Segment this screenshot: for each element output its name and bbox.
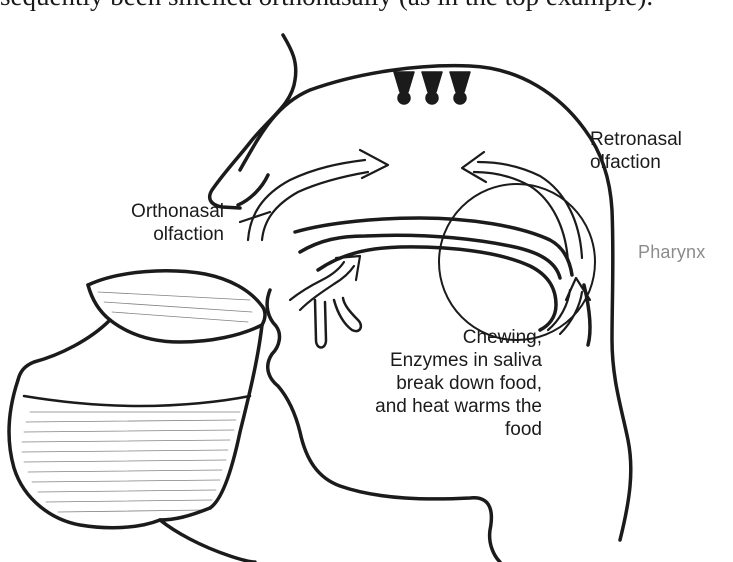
tongue-outline bbox=[318, 247, 556, 330]
nasal-cavity-roof bbox=[240, 66, 631, 540]
olfactory-receptors bbox=[394, 72, 470, 104]
chewing-label-line-1: Chewing, bbox=[300, 326, 542, 349]
orthonasal-label: Orthonasal olfaction bbox=[56, 200, 224, 246]
orthonasal-label-line-2: olfaction bbox=[56, 223, 224, 246]
orthonasal-label-line-1: Orthonasal bbox=[56, 200, 224, 223]
retronasal-label: Retronasal olfaction bbox=[590, 128, 682, 174]
retronasal-label-line-2: olfaction bbox=[590, 151, 682, 174]
retronasal-arrow bbox=[462, 152, 582, 262]
face-profile-line bbox=[210, 35, 296, 208]
pharynx-label: Pharynx bbox=[638, 241, 705, 264]
wine-glass bbox=[9, 271, 265, 562]
chewing-label-line-4: and heat warms the bbox=[300, 395, 542, 418]
chewing-label-line-2: Enzymes in saliva bbox=[300, 349, 542, 372]
chewing-label: Chewing, Enzymes in saliva break down fo… bbox=[300, 326, 542, 441]
retronasal-label-line-1: Retronasal bbox=[590, 128, 682, 151]
chewing-label-line-5: food bbox=[300, 418, 542, 441]
chewing-label-line-3: break down food, bbox=[300, 372, 542, 395]
